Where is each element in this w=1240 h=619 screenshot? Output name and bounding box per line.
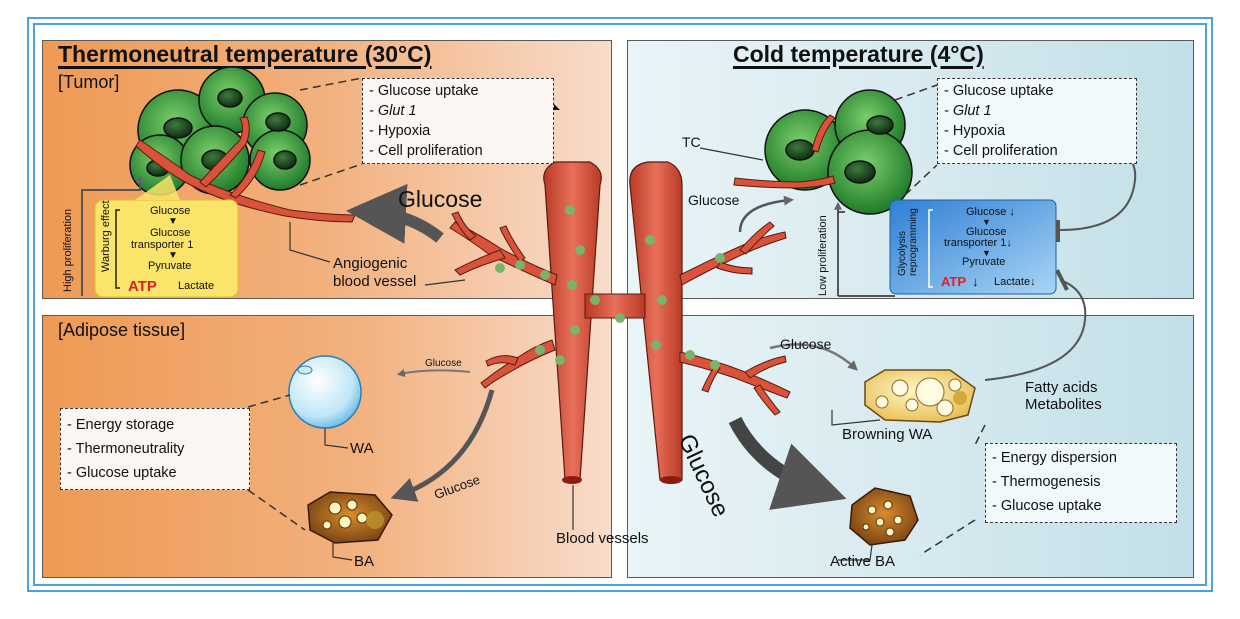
glucose-arrow-warm-tumor <box>346 183 444 244</box>
warburg-gt1b: transporter 1 <box>131 239 194 251</box>
arrow-down-icon: ▼ <box>982 217 991 227</box>
active-brown-adipocyte <box>849 487 919 546</box>
warburg-gt1a: Glucose <box>150 227 191 239</box>
tumor-cells-cold <box>764 89 913 215</box>
arrow-down-icon: ▼ <box>168 216 178 227</box>
warburg-pyruvate: Pyruvate <box>148 260 192 272</box>
arrow-down-icon: ▼ <box>982 248 991 258</box>
box-item: - Energy storage <box>67 417 175 433</box>
glucose-label-cold-tumor: Glucose <box>688 192 740 208</box>
blood-vessels-label: Blood vessels <box>556 530 649 547</box>
active-ba-label: Active BA <box>830 553 896 570</box>
glucose-arrow-cold-adipose <box>728 416 847 510</box>
box-item: - Glucose uptake <box>992 498 1102 514</box>
glyco-gt1b: transporter 1↓ <box>944 237 1012 249</box>
ba-label: BA <box>354 553 375 570</box>
glucose-label-warm-small: Glucose <box>425 358 462 369</box>
blood-vessel-right <box>629 161 683 484</box>
box-item: - Energy dispersion <box>992 450 1117 466</box>
tumor-effects-box-warm: - Glucose uptake - Glut 1 - Hypoxia - Ce… <box>362 78 554 164</box>
glycolysis-label: Glycolysis reprogramming <box>897 208 919 276</box>
box-item: - Hypoxia <box>944 123 1006 139</box>
outer-frame <box>27 17 1213 592</box>
glyco-lactate: Lactate↓ <box>994 276 1036 288</box>
metabolites-label: Metabolites <box>1025 396 1102 413</box>
browning-white-adipocyte <box>864 369 976 423</box>
box-item: - Glucose uptake <box>369 83 479 99</box>
glyco-pyruvate: Pyruvate <box>962 256 1006 268</box>
warburg-lactate: Lactate <box>178 280 215 292</box>
glyco-atp: ATP <box>941 274 967 289</box>
box-item: - Glucose uptake <box>944 83 1054 99</box>
glycolysis-box <box>889 199 1057 295</box>
adipose-effects-box-warm: - Energy storage - Thermoneutrality - Gl… <box>60 408 250 490</box>
vessel-branch-cold-adipose <box>679 351 791 416</box>
adipose-label: [Adipose tissue] <box>58 320 186 340</box>
browning-wa-label: Browning WA <box>842 426 933 443</box>
box-item: - Thermogenesis <box>992 474 1101 490</box>
box-item: - Hypoxia <box>369 123 431 139</box>
inner-frame <box>33 23 1207 586</box>
glyco-glucose: Glucose ↓ <box>966 206 1015 218</box>
wa-label: WA <box>350 440 374 457</box>
vessel-cold-tumor-small <box>733 114 836 189</box>
title-thermoneutral: Thermoneutral temperature (30°C) <box>58 41 432 67</box>
high-proliferation-label: High proliferation <box>62 208 74 292</box>
adipose-effects-box-cold: - Energy dispersion - Thermogenesis - Gl… <box>985 443 1177 523</box>
fatty-acids-label: Fatty acids <box>1025 379 1098 396</box>
glucose-label-cold-adipose: Glucose <box>780 336 832 352</box>
box-item: - Glut 1 <box>369 103 417 119</box>
glyco-atp-arrow: ↓ <box>972 274 979 289</box>
warburg-glucose: Glucose <box>150 205 191 217</box>
glycolysis-label-1: Glycolysis <box>897 230 908 276</box>
vessel-branch-cold-tumor <box>679 221 787 286</box>
tumor-label: [Tumor] <box>58 72 120 92</box>
glyco-gt1a: Glucose <box>966 226 1007 238</box>
box-item: - Thermoneutrality <box>67 441 185 457</box>
tumor-effects-box-cold: - Glucose uptake - Glut 1 - Hypoxia - Ce… <box>937 78 1137 164</box>
warburg-atp: ATP <box>128 278 157 295</box>
white-adipocyte <box>288 355 362 429</box>
tumor-cells-warm <box>129 66 311 196</box>
box-item: - Glut 1 <box>944 103 992 119</box>
warburg-label: Warburg effect <box>100 200 112 272</box>
glycolysis-label-2: reprogramming <box>908 208 919 276</box>
brown-adipocyte-warm <box>307 491 393 544</box>
arrow-down-icon: ▼ <box>168 250 178 261</box>
angiogenic-label-2: blood vessel <box>333 273 417 290</box>
tc-label: TC <box>682 134 701 150</box>
blood-vessel-left <box>543 161 602 484</box>
box-item: - Cell proliferation <box>944 143 1058 159</box>
glucose-dots <box>495 205 725 370</box>
box-item: - Glucose uptake <box>67 465 177 481</box>
angiogenic-label-1: Angiogenic <box>333 255 408 272</box>
glucose-label-warm-big: Glucose <box>398 186 483 212</box>
box-item: - Cell proliferation <box>369 143 483 159</box>
vessel-branch-warm-tumor <box>449 211 558 286</box>
title-cold: Cold temperature (4°C) <box>733 41 984 67</box>
low-proliferation-label: Low proliferation <box>817 215 829 296</box>
